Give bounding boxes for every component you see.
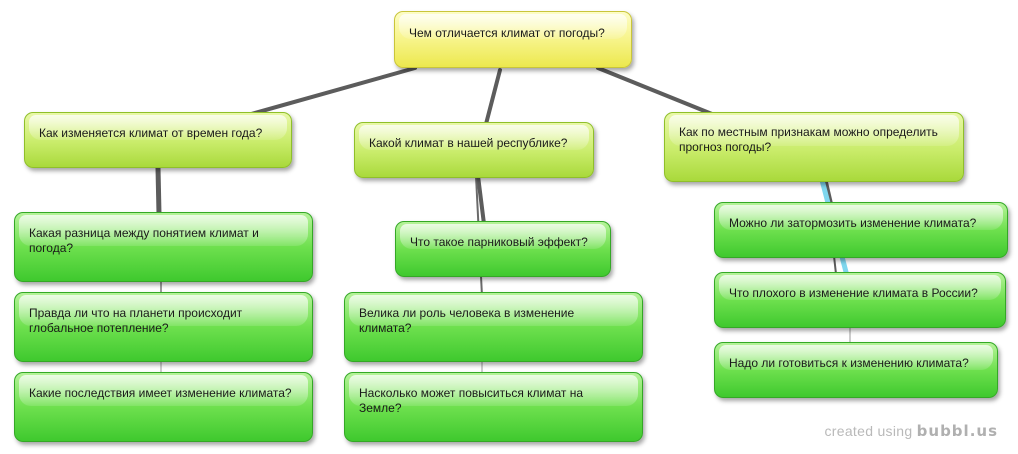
root-topic[interactable]: Чем отличается климат от погоды? (394, 11, 632, 68)
connector-root-branch-3 (596, 66, 714, 116)
root-topic-label: Чем отличается климат от погоды? (409, 26, 605, 40)
watermark-prefix: created using (824, 423, 913, 439)
subtopic-1-1-label: Какая разница между понятием климат и по… (29, 226, 259, 255)
subtopic-3-2-label: Что плохого в изменение климата в России… (729, 286, 978, 300)
subtopic-1-3-label: Какие последствия имеет изменение климат… (29, 386, 292, 400)
subtopic-2-2[interactable]: Велика ли роль человека в изменение клим… (344, 292, 643, 362)
connector-branch-1-leaf-1 (155, 167, 162, 215)
subtopic-1-2-label: Правда ли что на планети происходит глоб… (29, 306, 243, 335)
connector-branch-3-leaf-2 (833, 255, 837, 275)
subtopic-2-3[interactable]: Насколько может повыситься климат на Зем… (344, 372, 643, 442)
subtopic-2-2-label: Велика ли роль человека в изменение клим… (359, 306, 575, 335)
connector-branch-2-leaf-1 (476, 175, 486, 225)
subtopic-3-1[interactable]: Можно ли затормозить изменение климата? (714, 202, 1008, 258)
connector-branch-3-leaf-1 (824, 179, 834, 207)
bubblus-logo: bubbl.us (916, 422, 998, 440)
subtopic-1-1[interactable]: Какая разница между понятием климат и по… (14, 212, 313, 282)
subtopic-1-2[interactable]: Правда ли что на планети происходит глоб… (14, 292, 313, 362)
branch-topic-1-label: Как изменяется климат от времен года? (39, 126, 263, 140)
branch-topic-3[interactable]: Как по местным признакам можно определит… (664, 112, 964, 182)
subtopic-2-1[interactable]: Что такое парниковый эффект? (395, 221, 611, 277)
subtopic-3-2[interactable]: Что плохого в изменение климата в России… (714, 272, 1006, 328)
branch-topic-1[interactable]: Как изменяется климат от времен года? (24, 112, 292, 168)
connector-root-branch-1 (228, 66, 417, 122)
subtopic-3-3[interactable]: Надо ли готовиться к изменению климата? (714, 342, 998, 398)
subtopic-2-1-label: Что такое парниковый эффект? (410, 235, 588, 249)
branch-topic-3-label: Как по местным признакам можно определит… (679, 125, 938, 154)
bubblus-watermark[interactable]: created using bubbl.us (824, 422, 998, 440)
subtopic-3-1-label: Можно ли затормозить изменение климата? (729, 216, 977, 230)
subtopic-2-3-label: Насколько может повыситься климат на Зем… (359, 386, 584, 415)
subtopic-3-3-label: Надо ли готовиться к изменению климата? (729, 356, 969, 370)
branch-topic-2-label: Какой климат в нашей республике? (369, 136, 568, 150)
subtopic-1-3[interactable]: Какие последствия имеет изменение климат… (14, 372, 313, 442)
branch-topic-2[interactable]: Какой климат в нашей республике? (354, 122, 594, 178)
connector-root-branch-2 (484, 68, 502, 126)
